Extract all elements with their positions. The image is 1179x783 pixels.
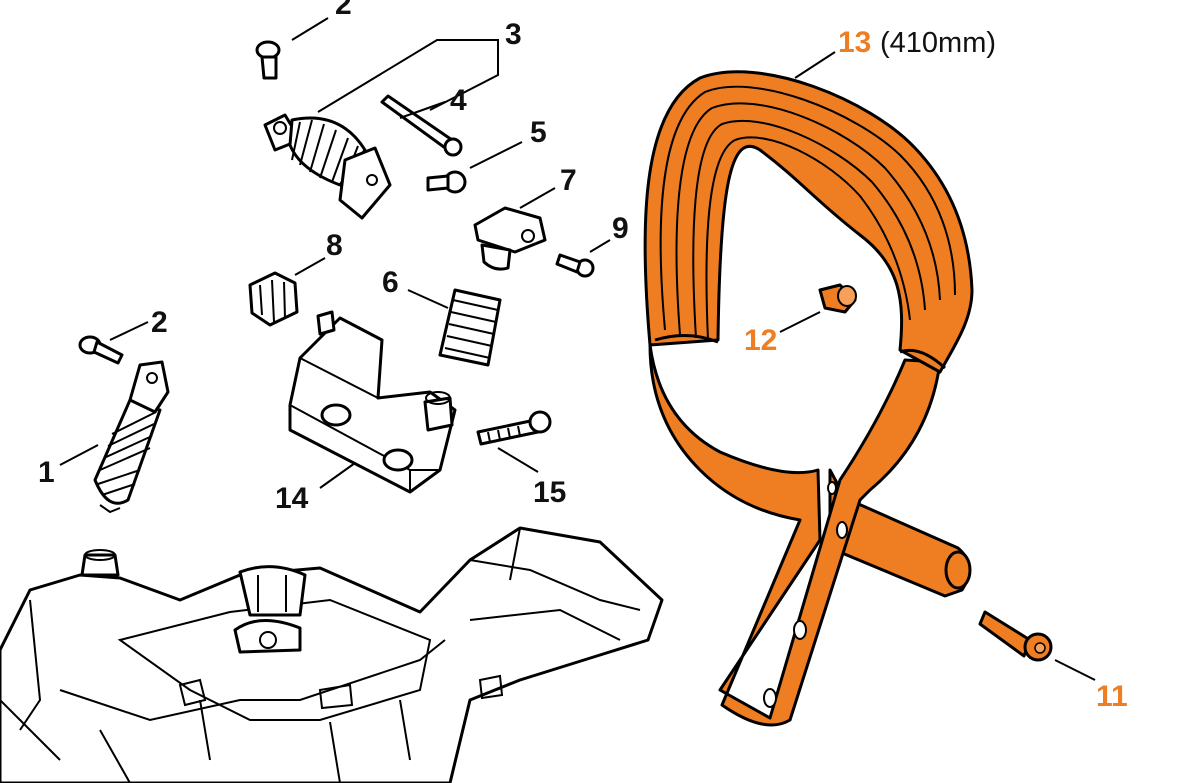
leader-2a	[291, 17, 329, 41]
part-11-screw	[978, 610, 1053, 662]
leader-1	[59, 444, 99, 466]
leader-9	[589, 239, 611, 253]
label-part-5: 5	[530, 116, 547, 149]
label-part-15: 15	[533, 476, 566, 509]
label-part-7: 7	[560, 164, 577, 197]
part-labels: 2 3 4 5 7 9 8 6 2 1 14 15 13 (410mm) 12 …	[38, 0, 1128, 713]
part-2a-screw	[255, 40, 281, 80]
leader-8	[294, 257, 326, 276]
engine-housing	[0, 526, 664, 783]
leader-lines	[59, 17, 1096, 681]
part-12-bushing	[818, 283, 857, 314]
label-part-6: 6	[382, 266, 399, 299]
leader-4	[399, 101, 446, 119]
part-15-drawing	[476, 410, 552, 446]
leader-5	[469, 141, 523, 169]
part-13-front-handle	[643, 70, 974, 727]
leader-2b	[109, 321, 149, 341]
label-part-13-length: (410mm)	[880, 27, 996, 59]
part-7-drawing	[473, 206, 547, 271]
label-part-1: 1	[38, 456, 55, 489]
part-6-drawing	[438, 288, 502, 367]
label-part-12: 12	[744, 324, 777, 357]
label-part-11: 11	[1096, 680, 1128, 713]
part-5-drawing	[426, 170, 467, 194]
part-9-drawing	[555, 253, 595, 278]
label-part-13: 13	[838, 26, 871, 59]
leader-11	[1054, 659, 1096, 681]
label-part-8: 8	[326, 229, 343, 262]
label-part-2a: 2	[335, 0, 352, 21]
leader-6	[407, 289, 449, 309]
part-8-drawing	[248, 271, 299, 327]
part-1-drawing	[93, 360, 170, 514]
label-part-4: 4	[450, 84, 467, 117]
part-14-drawing	[288, 310, 457, 494]
label-part-14: 14	[275, 482, 309, 515]
leader-7	[519, 187, 556, 209]
part-3-drawing	[263, 113, 392, 220]
label-part-2b: 2	[151, 306, 168, 339]
label-part-3: 3	[505, 18, 522, 51]
part-2b-screw	[78, 335, 124, 365]
label-part-9: 9	[612, 212, 629, 245]
leader-14	[319, 462, 356, 489]
leader-15	[497, 447, 539, 473]
leader-13	[794, 51, 836, 79]
leader-12	[779, 311, 821, 333]
part-4-drawing	[380, 94, 463, 157]
leader-3	[317, 39, 499, 113]
